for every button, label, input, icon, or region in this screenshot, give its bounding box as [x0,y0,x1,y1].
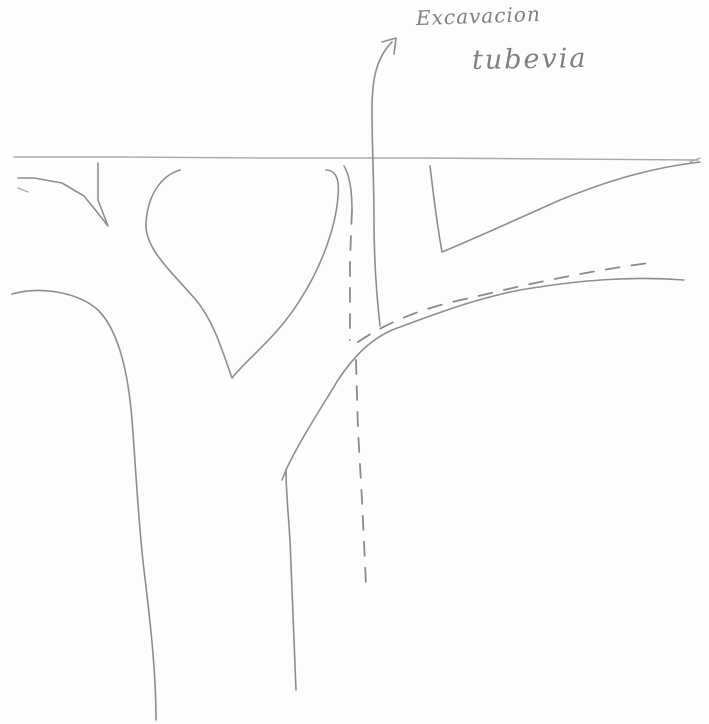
left-notch [18,163,108,226]
annotation-pipe: tubevia [472,43,588,76]
left-notch-shadow [18,188,28,192]
annotation-excavation: Excavacion [416,2,542,30]
pipe-dashed-upper-curve [358,262,656,342]
pipe-dashed-vertical-upper [350,210,352,340]
excavation-curve [372,42,392,326]
left-pillar-outline [12,291,156,720]
excavation-curve-left [344,166,352,210]
pillar-right-curve [286,278,684,690]
right-wedge [430,162,700,252]
ground-line [14,157,698,160]
teardrop-hole [146,170,338,378]
pipe-dashed-vertical-lower [356,360,366,585]
